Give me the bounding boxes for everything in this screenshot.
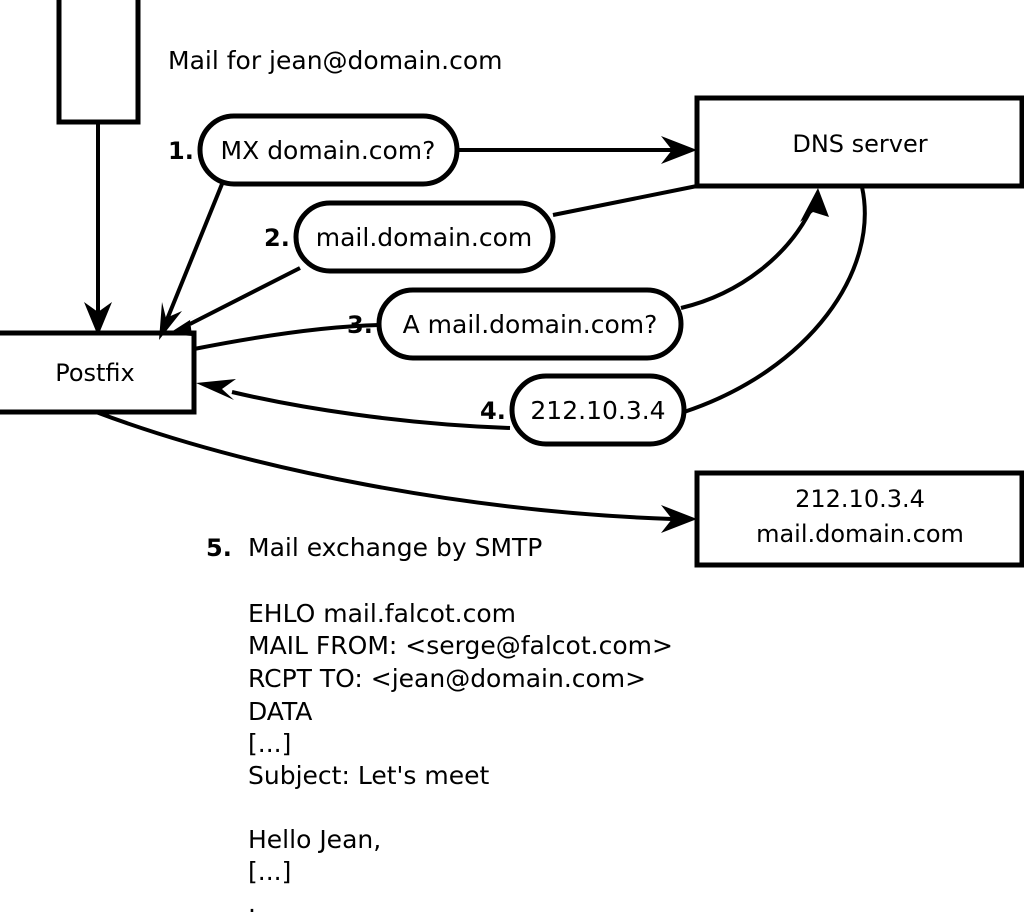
edge-step5-postfix-to-remote <box>95 410 673 521</box>
arrowhead-step4-to-postfix <box>196 379 236 400</box>
edge-step2-from-dns <box>552 184 698 217</box>
step-1-label: MX domain.com? <box>221 136 436 165</box>
transcript-line: [...] <box>248 729 291 758</box>
transcript-line: [...] <box>248 857 291 886</box>
edge-step3-to-dns <box>680 204 815 310</box>
smtp-transcript: EHLO mail.falcot.com MAIL FROM: <serge@f… <box>248 599 673 918</box>
arrowhead-step1-to-dns <box>661 136 697 164</box>
transcript-line: MAIL FROM: <serge@falcot.com> <box>248 631 673 660</box>
step-5-label: Mail exchange by SMTP <box>248 533 542 562</box>
bubble-step-2[interactable] <box>293 200 556 274</box>
arrowhead-step1-origin <box>159 302 182 340</box>
step-3-label: A mail.domain.com? <box>403 310 658 339</box>
transcript-line: RCPT TO: <jean@domain.com> <box>248 664 646 693</box>
node-postfix-label: Postfix <box>55 359 135 387</box>
arrowhead-step3-to-dns <box>800 188 829 222</box>
step-4-number: 4. <box>480 397 506 425</box>
node-remote-server-host: mail.domain.com <box>756 520 964 548</box>
node-dns-server[interactable] <box>694 95 1024 189</box>
transcript-line: DATA <box>248 697 312 726</box>
edge-step4-to-postfix <box>231 390 511 430</box>
bubble-step-1[interactable] <box>197 113 460 187</box>
diagram-caption: Mail for jean@domain.com <box>168 46 503 75</box>
step-2-number: 2. <box>264 224 290 252</box>
edge-step2-to-postfix <box>189 266 301 326</box>
step-2-label: mail.domain.com <box>316 223 532 252</box>
node-remote-server-ip: 212.10.3.4 <box>795 485 925 513</box>
arrowhead-step5-to-remote <box>661 505 697 533</box>
transcript-line: . <box>248 889 256 918</box>
arrowhead-client-to-postfix <box>84 302 112 336</box>
arrowhead-step2-to-postfix <box>168 311 204 336</box>
step-4-label: 212.10.3.4 <box>530 396 665 425</box>
node-postfix[interactable] <box>0 330 197 415</box>
edge-step4-from-dns <box>683 186 867 414</box>
edge-step3-from-postfix <box>193 323 380 351</box>
transcript-line: EHLO mail.falcot.com <box>248 599 516 628</box>
transcript-line: Subject: Let's meet <box>248 761 489 790</box>
step-5-number: 5. <box>206 534 232 562</box>
node-dns-server-label: DNS server <box>792 130 927 158</box>
edge-step1-from-postfix <box>164 183 224 323</box>
step-3-number: 3. <box>347 311 373 339</box>
bubble-step-4[interactable] <box>509 373 687 447</box>
node-mail-client[interactable] <box>56 0 141 125</box>
transcript-line: Hello Jean, <box>248 825 381 854</box>
step-1-number: 1. <box>168 137 194 165</box>
bubble-step-3[interactable] <box>376 287 684 361</box>
